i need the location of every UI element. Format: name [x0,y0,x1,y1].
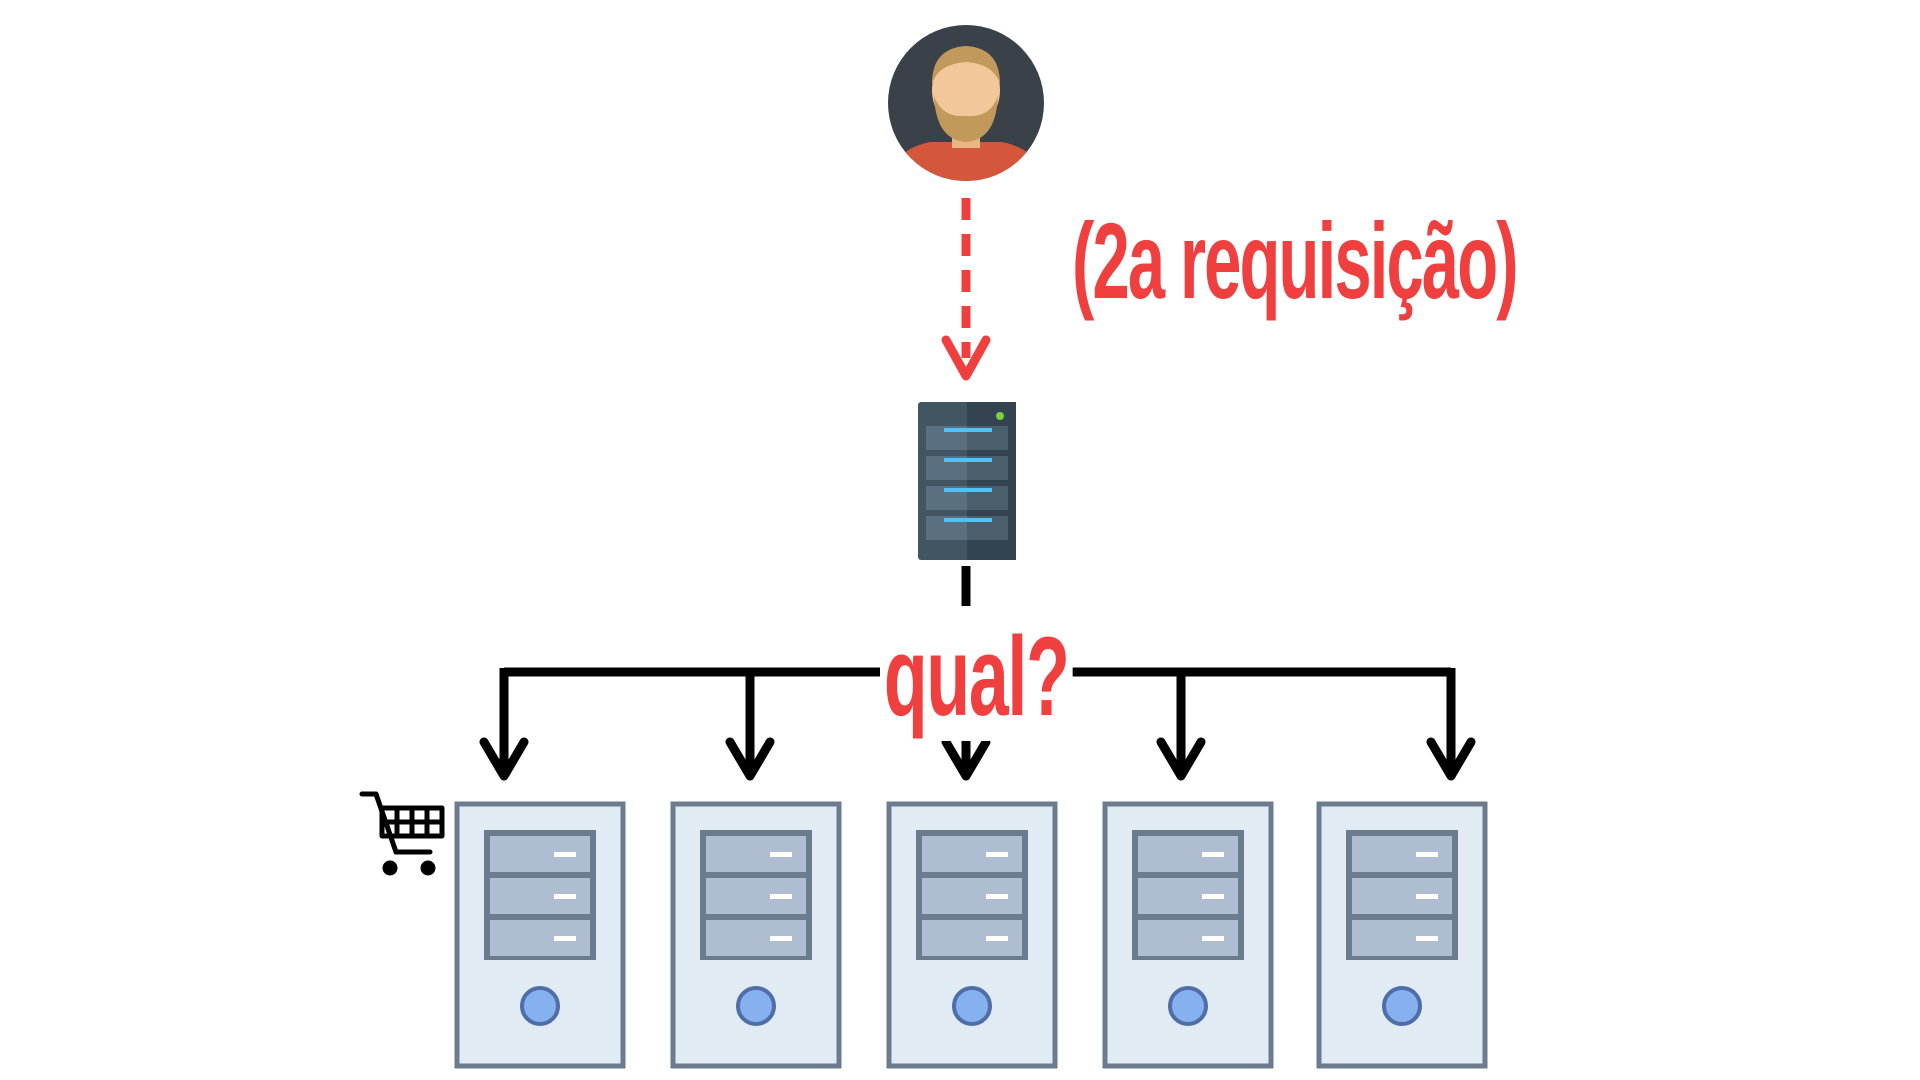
arrowhead-4 [1156,737,1206,781]
request-arrow [941,198,991,381]
server-tower-icon [1316,801,1488,1069]
request-label: (2a requisição) [1072,200,1519,321]
shopping-cart-icon [359,791,445,876]
user-avatar-icon [888,25,1044,181]
backend-servers [454,801,1488,1069]
arrowhead-3 [941,737,991,781]
server-tower-icon [886,801,1058,1069]
server-tower-icon [1102,801,1274,1069]
question-label: qual? [880,612,1073,741]
arrowhead-2 [725,737,775,781]
server-tower-icon [670,801,842,1069]
arrowhead-5 [1426,737,1476,781]
server-tower-icon [454,801,626,1069]
server-rack-icon [918,402,1016,560]
arrowhead-1 [479,737,529,781]
